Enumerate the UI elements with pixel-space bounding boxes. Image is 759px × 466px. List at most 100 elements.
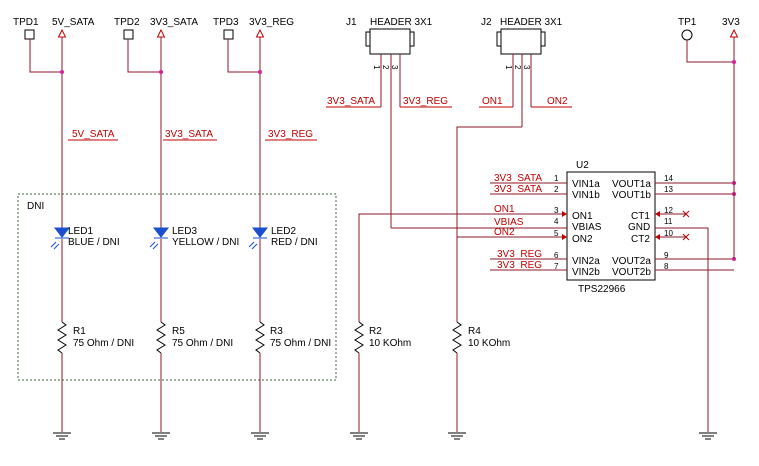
dni-label: DNI [27,201,44,212]
pwr-3v3-label: 3V3 [722,17,740,28]
ground-symbol [250,432,270,440]
net-3v3-reg-label: 3V3_REG [268,129,313,140]
u2-pin-num-12: 12 [664,206,673,215]
u2-pin-num-6: 6 [554,251,559,260]
led-3-value: YELLOW / DNI [172,237,239,248]
r1-value: 75 Ohm / DNI [73,338,134,349]
u2-part: TPS22966 [578,284,626,295]
pwr-3v3-sata-port: 3V3_SATA [150,17,198,38]
u2-pin-num-1: 1 [554,174,559,183]
net-vbias: VBIAS [494,217,524,228]
net-3v3-reg: 3V3_REG [265,129,317,141]
r4-value: 10 KOhm [468,338,510,349]
ground-symbol [447,432,467,440]
net-3v3-sata-label: 3V3_SATA [165,129,213,140]
j1-pin-1: 1 [372,65,381,70]
net-vin2a: 3V3_REG [497,249,542,260]
j2-pin-2: 2 [513,65,522,70]
net-5v-sata: 5V_SATA [68,129,118,141]
pwr-5v-sata-port: 5V_SATA [52,17,95,38]
resistor-r3: R3 75 Ohm / DNI [255,321,331,354]
tpd3-label: TPD3 [213,17,239,28]
r1-ref: R1 [73,326,86,337]
r5-ref: R5 [172,326,185,337]
net-on1: ON1 [494,204,515,215]
u2-pin-name-ct1: CT1 [631,211,650,222]
j1-net-b: 3V3_REG [403,96,448,107]
led-3-ref: LED3 [172,226,197,237]
ic-u2: U2 TPS22966 VIN1a VIN1b ON1 VBIAS ON2 VI… [554,160,673,295]
u2-right-nets [655,37,736,440]
junction-dot [159,70,163,74]
j2-pin-1: 1 [504,65,513,70]
u2-pin-name-vin2a: VIN2a [572,256,600,267]
u2-pin-name-vout2a: VOUT2a [612,256,651,267]
r5-value: 75 Ohm / DNI [172,338,233,349]
r4-ref: R4 [468,326,481,337]
j2-pin-3: 3 [522,65,531,70]
u2-pin-name-vout1b: VOUT1b [612,190,651,201]
tpd1-connector: TPD1 [13,17,62,73]
junction-dot [60,70,64,74]
u2-pin-num-9: 9 [664,251,669,260]
led-2: LED2 RED / DNI [248,226,318,250]
tp1-connector: TP1 [678,17,736,64]
net-3v3-sata: 3V3_SATA [163,129,217,141]
pwr-5v-sata-label: 5V_SATA [52,17,95,28]
u2-pin-num-4: 4 [554,217,559,226]
j1-net-a: 3V3_SATA [327,96,375,107]
j1-pin-3: 3 [390,65,399,70]
pwr-3v3-port: 3V3 [722,17,740,38]
led-1-ref: LED1 [68,226,93,237]
r3-ref: R3 [270,326,283,337]
junction-dot [258,70,262,74]
resistor-r2: R2 10 KOhm [354,321,411,354]
pwr-3v3-sata-label: 3V3_SATA [150,17,198,28]
u2-pin-num-8: 8 [664,262,669,271]
u2-pin-num-5: 5 [554,229,559,238]
u2-pin-name-on1: ON1 [572,211,593,222]
j2-name: HEADER 3X1 [500,17,563,28]
ground-symbol [52,432,72,440]
tpd2-label: TPD2 [114,17,140,28]
ground-symbol [349,432,369,440]
net-vin2b: 3V3_REG [497,260,542,271]
u2-pin-name-vout1a: VOUT1a [612,179,651,190]
dni-region [17,193,337,381]
u2-pin-num-7: 7 [554,262,559,271]
u2-pin-name-gnd: GND [628,222,650,233]
j2-ref: J2 [481,17,492,28]
tp1-label: TP1 [678,17,697,28]
u2-pin-name-vout2b: VOUT2b [612,267,651,278]
tpd2-connector: TPD2 [114,17,161,73]
led-3: LED3 YELLOW / DNI [149,226,239,250]
u2-pin-num-13: 13 [664,185,673,194]
pwr-3v3-reg-label: 3V3_REG [249,17,294,28]
r2-value: 10 KOhm [369,338,411,349]
r2-ref: R2 [369,326,382,337]
led-1-value: BLUE / DNI [68,237,120,248]
net-vin1a: 3V3_SATA [494,173,542,184]
u2-pin-num-10: 10 [664,229,673,238]
j2-net-b: ON2 [547,96,568,107]
resistor-r5: R5 75 Ohm / DNI [156,321,233,354]
header-j2: J2 HEADER 3X1 1 2 3 ON1 ON2 [479,17,572,127]
net-vin1b: 3V3_SATA [494,184,542,195]
led-1: LED1 BLUE / DNI [50,226,120,250]
u2-pin-name-vin1b: VIN1b [572,190,600,201]
u2-pin-name-vbias: VBIAS [572,222,602,233]
header-j1: J1 HEADER 3X1 1 2 3 3V3_SATA 3V3_REG [326,17,452,214]
net-5v-sata-label: 5V_SATA [72,129,115,140]
led-2-value: RED / DNI [271,237,318,248]
r3-value: 75 Ohm / DNI [270,338,331,349]
u2-pin-num-14: 14 [664,174,673,183]
u2-pin-name-ct2: CT2 [631,234,650,245]
u2-pin-name-vin1a: VIN1a [572,179,600,190]
j1-ref: J1 [346,17,357,28]
u2-pin-num-3: 3 [554,206,559,215]
ground-symbol [151,432,171,440]
u2-left-nets: 3V3_SATA 3V3_SATA ON1 VBIAS ON2 3V3_REG … [359,173,567,271]
j2-net-a: ON1 [482,96,503,107]
net-on2: ON2 [494,227,515,238]
